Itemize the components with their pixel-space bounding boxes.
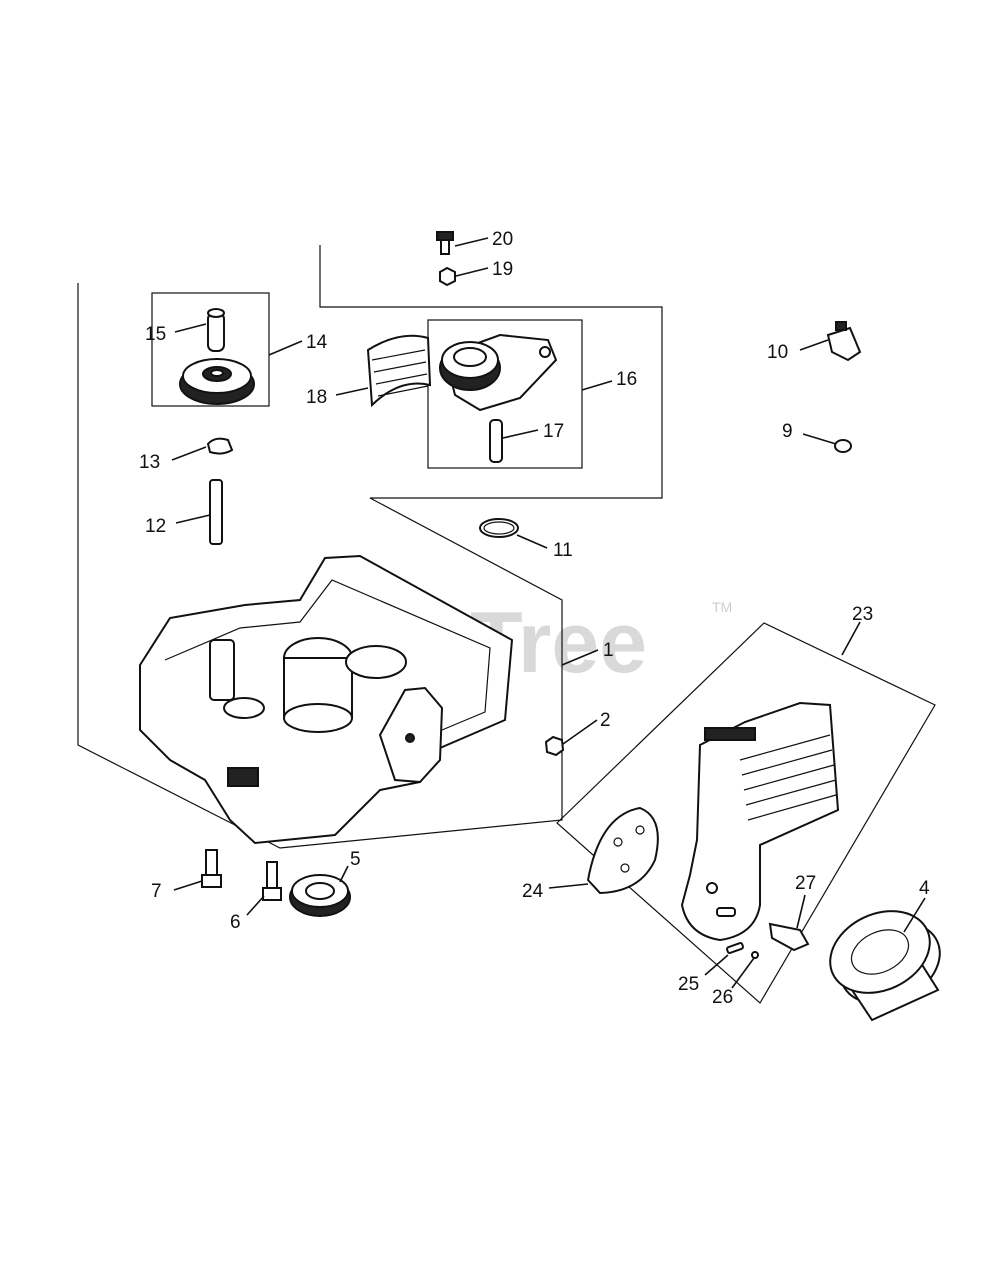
part-19-nut: [439, 266, 456, 287]
callout-17: 17: [543, 421, 564, 442]
part-6-bolt: [262, 861, 282, 901]
callout-5: 5: [350, 849, 361, 870]
callout-19: 19: [492, 259, 513, 280]
part-25-pin: [726, 942, 744, 954]
callout-23: 23: [852, 604, 873, 625]
callout-25: 25: [678, 974, 699, 995]
callout-12: 12: [145, 516, 166, 537]
callout-16: 16: [616, 369, 637, 390]
part-26-clip: [751, 951, 759, 959]
callout-10: 10: [767, 342, 788, 363]
part-27-fitting: [768, 922, 810, 952]
part-10-sensor: [826, 321, 862, 362]
callout-20: 20: [492, 229, 513, 250]
callout-26: 26: [712, 987, 733, 1008]
part-16-oil-pump: [439, 333, 558, 412]
callout-15: 15: [145, 324, 166, 345]
part-18-screen: [366, 334, 432, 408]
callout-labels: 20 19 15 14 18 16 17 10 9 13 12 11 1 2 7…: [139, 229, 930, 1008]
part-24-gasket: [586, 806, 659, 895]
part-4-oil-filter: [829, 910, 941, 1022]
callout-6: 6: [230, 912, 241, 933]
part-7-bolt: [201, 849, 222, 888]
callout-13: 13: [139, 452, 160, 473]
part-9-plug: [834, 439, 852, 453]
part-15-pin: [207, 308, 225, 352]
callout-11: 11: [553, 540, 573, 561]
callout-9: 9: [782, 421, 793, 442]
callout-1: 1: [603, 640, 614, 661]
leader-lines: [171, 237, 926, 989]
callout-7: 7: [151, 881, 162, 902]
callout-4: 4: [919, 878, 930, 899]
part-17-pin: [489, 419, 503, 463]
part-2-nut: [544, 735, 565, 757]
part-23-oil-cooler: [680, 701, 840, 942]
part-1-closure-plate: [139, 554, 514, 845]
group-outlines: [77, 245, 936, 1004]
part-20-bolt: [436, 231, 454, 255]
part-14-gear: [179, 358, 255, 405]
callout-2: 2: [600, 710, 611, 731]
watermark-trademark: TM: [712, 599, 732, 615]
callout-14: 14: [306, 332, 328, 353]
part-13-clip: [206, 437, 234, 455]
part-11-o-ring: [479, 518, 519, 538]
callout-18: 18: [306, 387, 327, 408]
part-5-seal: [289, 874, 351, 917]
callout-24: 24: [522, 881, 544, 902]
part-12-shaft: [209, 479, 223, 545]
callout-27: 27: [795, 873, 816, 894]
